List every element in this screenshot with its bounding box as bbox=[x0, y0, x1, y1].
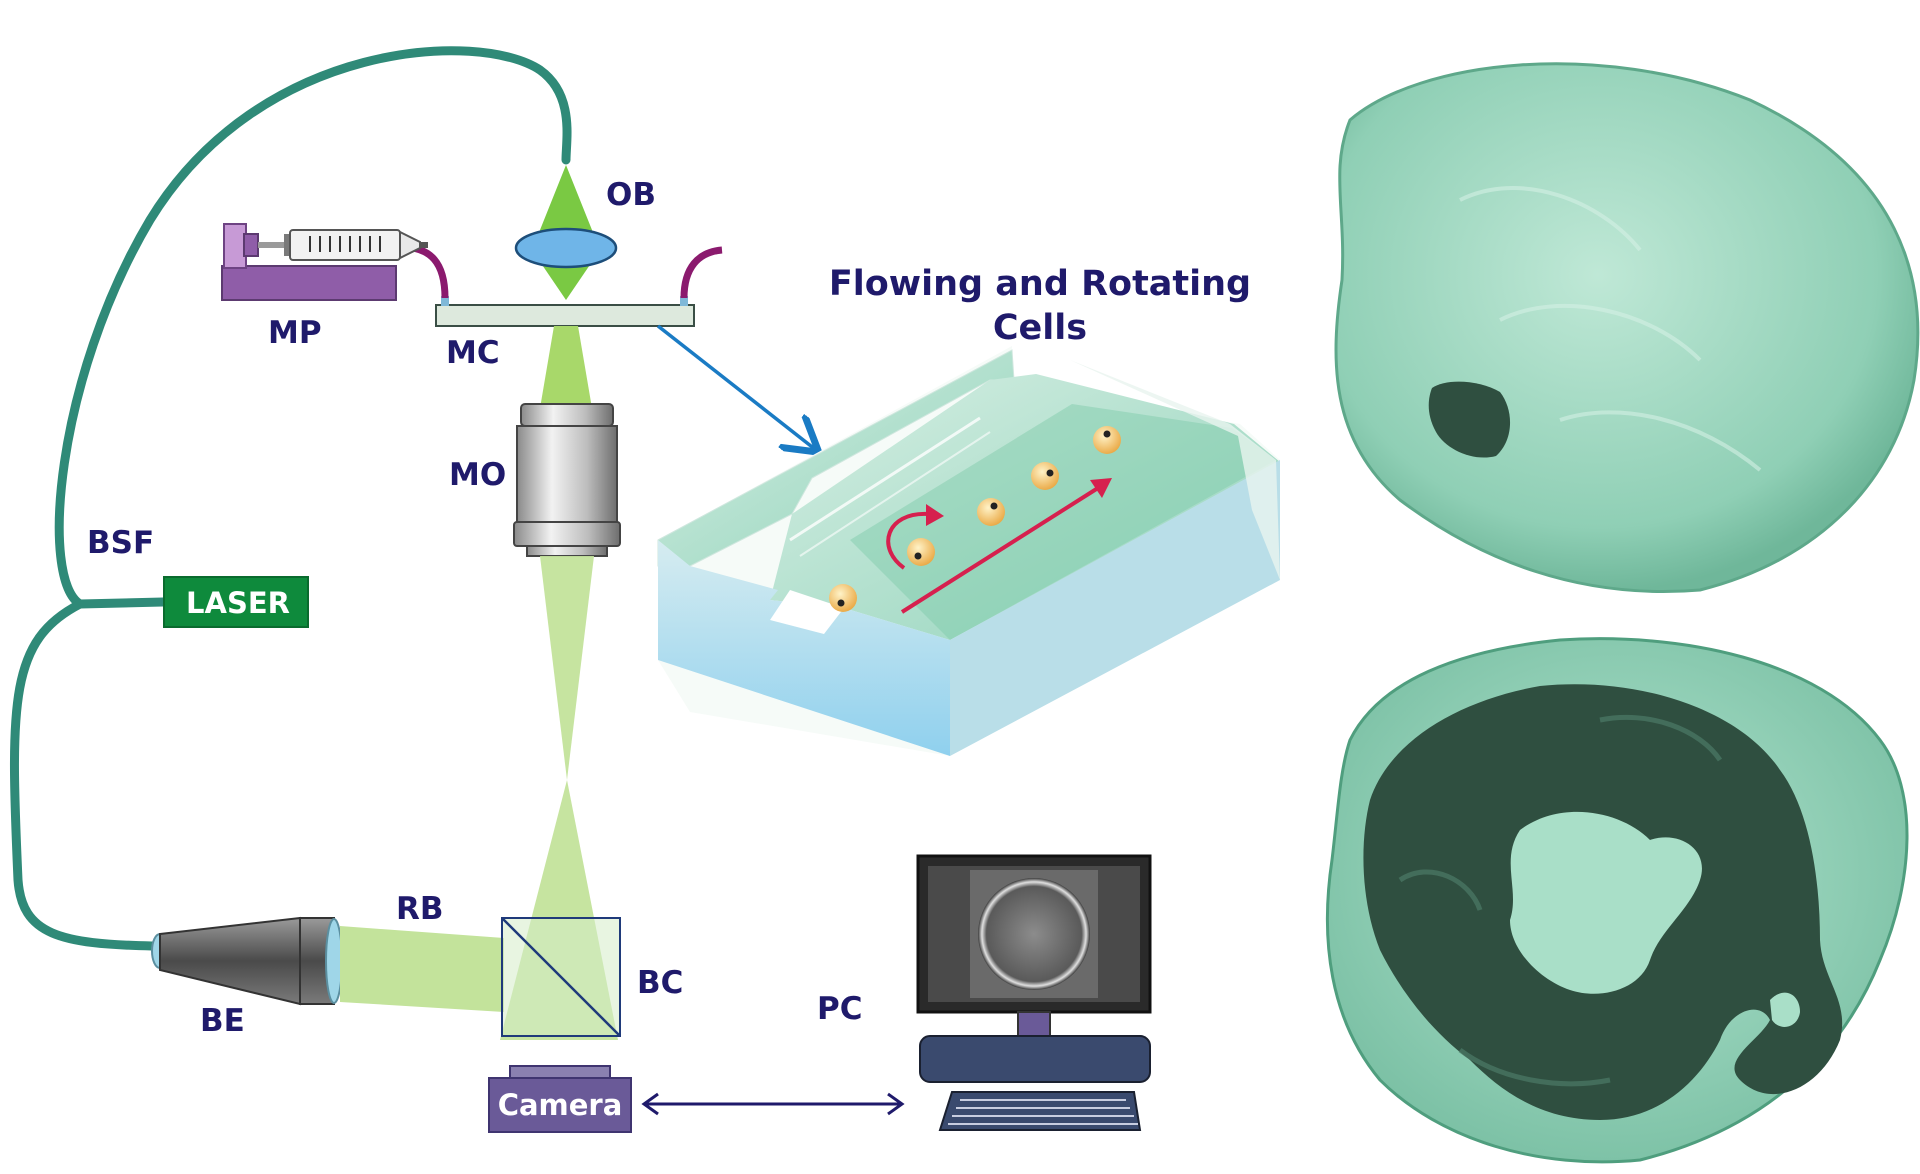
laser-label: LASER bbox=[186, 586, 290, 620]
data-link-arrow bbox=[641, 1092, 905, 1116]
outlet-tube bbox=[680, 246, 723, 299]
flow-title-line1: Flowing and Rotating bbox=[828, 264, 1252, 304]
label-mp: MP bbox=[268, 315, 322, 351]
label-be: BE bbox=[200, 1003, 245, 1039]
microscope-objective-icon bbox=[513, 403, 621, 557]
optical-fiber-top bbox=[54, 46, 572, 609]
rotation-arrow-icon bbox=[886, 504, 944, 570]
sample-beam bbox=[538, 326, 594, 420]
computer-monitor-icon bbox=[916, 854, 1152, 1083]
beam-expander-icon bbox=[151, 916, 343, 1006]
microchannel-icon bbox=[657, 346, 1280, 756]
microchannel-slide bbox=[435, 304, 695, 327]
inlet-port bbox=[441, 296, 449, 306]
label-ob: OB bbox=[606, 177, 656, 213]
object-beam-lower bbox=[540, 556, 594, 780]
illumination-cone-top bbox=[532, 165, 600, 250]
outlet-port bbox=[680, 296, 688, 306]
flow-direction-arrow bbox=[900, 478, 1112, 614]
camera-icon: Camera bbox=[488, 1077, 632, 1133]
label-pc: PC bbox=[817, 991, 863, 1027]
zoom-arrow bbox=[656, 324, 816, 450]
label-bc: BC bbox=[637, 965, 684, 1001]
cell-3d-render-icon bbox=[1325, 637, 1909, 1164]
flow-title: Flowing and Rotating Cells bbox=[820, 262, 1260, 350]
laser-source: LASER bbox=[163, 576, 309, 628]
reference-beam bbox=[340, 926, 504, 1012]
inlet-tube bbox=[403, 243, 449, 299]
optical-fiber-bottom bbox=[10, 599, 157, 951]
label-rb: RB bbox=[396, 891, 444, 927]
beam-combiner-icon bbox=[501, 917, 621, 1037]
fiber-laser-link bbox=[75, 597, 168, 609]
keyboard-icon bbox=[938, 1091, 1142, 1131]
cell-3d-render-icon bbox=[1334, 62, 1920, 594]
objective-lens-icon bbox=[514, 227, 618, 269]
label-mc: MC bbox=[446, 335, 500, 371]
flow-title-line2: Cells bbox=[992, 308, 1088, 348]
syringe-pump-icon bbox=[221, 223, 428, 301]
flowing-cells bbox=[829, 426, 1121, 612]
label-mo: MO bbox=[449, 457, 507, 493]
label-bsf: BSF bbox=[87, 525, 155, 561]
camera-label: Camera bbox=[497, 1088, 623, 1122]
